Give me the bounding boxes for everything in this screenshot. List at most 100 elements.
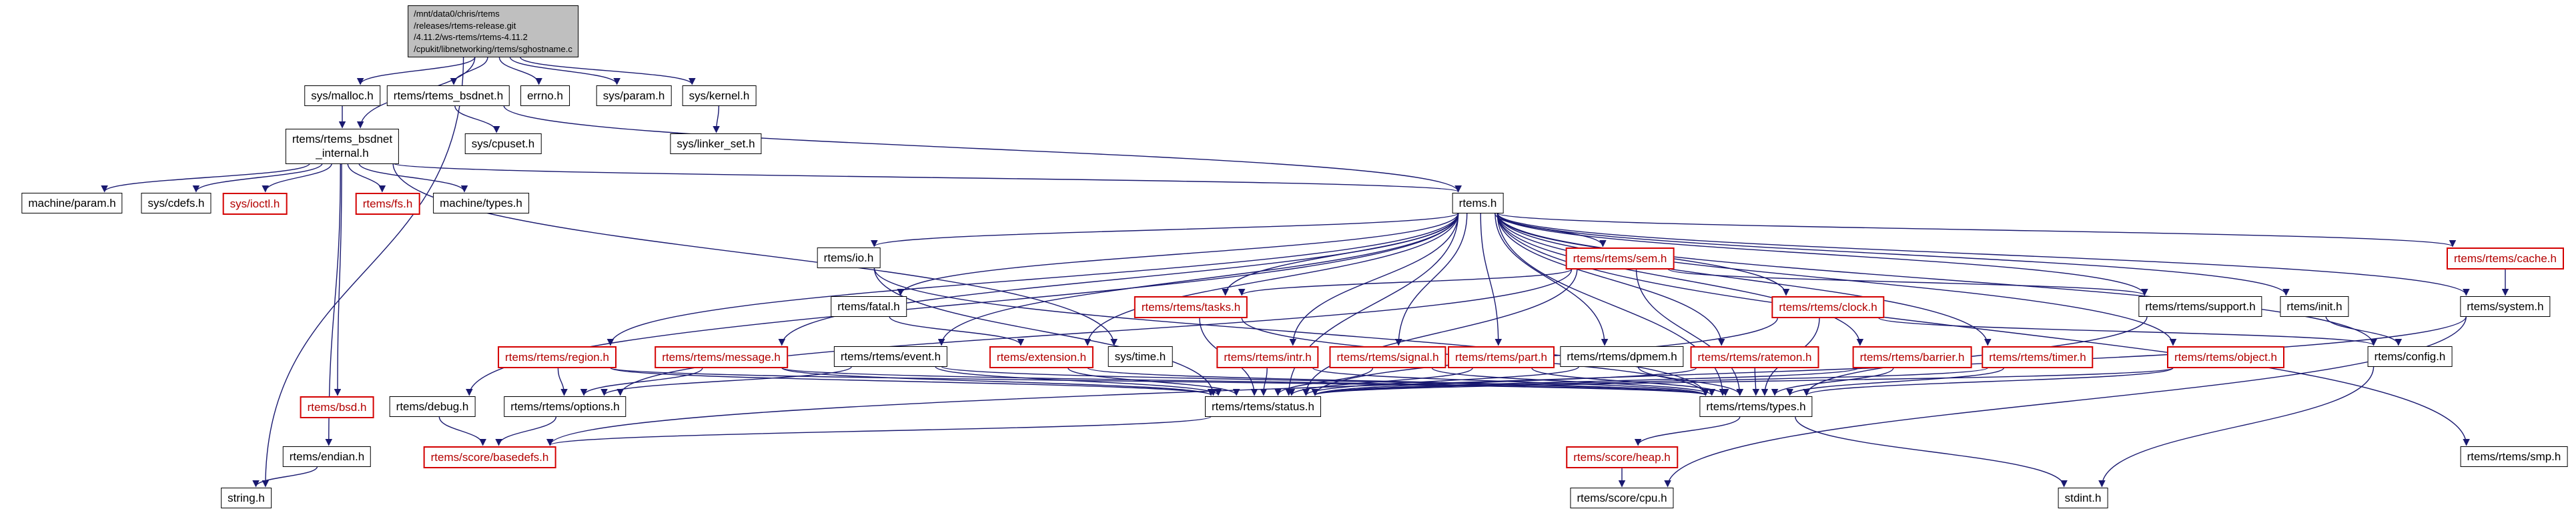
include-edge-rtems_h--tasks	[1222, 213, 1459, 296]
graph-node-string[interactable]: string.h	[221, 488, 272, 509]
graph-node-extension[interactable]: rtems/extension.h	[989, 346, 1094, 369]
graph-node-message[interactable]: rtems/rtems/message.h	[655, 346, 788, 369]
include-edge-dpmem--types	[1637, 366, 1744, 396]
graph-node-machine_param[interactable]: machine/param.h	[21, 193, 123, 214]
include-edge-signal--status	[1274, 367, 1374, 396]
graph-node-sys_time[interactable]: sys/time.h	[1108, 346, 1173, 368]
graph-node-sys_cpuset[interactable]: sys/cpuset.h	[464, 133, 542, 155]
include-edge-part--types	[1531, 367, 1729, 396]
graph-node-heap[interactable]: rtems/score/heap.h	[1566, 446, 1678, 469]
include-edge-bsdnet_internal--sys_ioctl	[262, 163, 332, 193]
include-edge-region--types	[610, 367, 1709, 396]
include-edge-message--types	[781, 367, 1709, 396]
include-edge-rtems_h--rtems_io	[871, 212, 1459, 247]
graph-node-machine_types[interactable]: machine/types.h	[433, 193, 529, 214]
include-edge-message--status	[781, 367, 1214, 396]
graph-node-cpu[interactable]: rtems/score/cpu.h	[1570, 488, 1674, 509]
graph-node-intr[interactable]: rtems/rtems/intr.h	[1216, 346, 1319, 369]
graph-node-support[interactable]: rtems/rtems/support.h	[2138, 296, 2262, 318]
graph-node-ratemon[interactable]: rtems/rtems/ratemon.h	[1690, 346, 1819, 369]
graph-node-system[interactable]: rtems/system.h	[2460, 296, 2551, 318]
include-edge-bsdnet_internal--sys_cdefs	[192, 163, 323, 193]
graph-node-region[interactable]: rtems/rtems/region.h	[498, 346, 616, 369]
graph-node-rtems_h[interactable]: rtems.h	[1452, 193, 1504, 214]
graph-node-sys_kernel[interactable]: sys/kernel.h	[682, 85, 757, 107]
include-edge-region--options	[557, 368, 568, 396]
include-edge-bsdnet_internal--machine_param	[101, 162, 311, 193]
include-edge-types--heap	[1634, 416, 1741, 446]
graph-node-signal[interactable]: rtems/rtems/signal.h	[1329, 346, 1446, 369]
graph-node-errno[interactable]: errno.h	[520, 85, 570, 107]
include-edge-bsdnet_internal--sys_time	[392, 163, 1118, 346]
include-edge-part--status	[1288, 367, 1473, 396]
include-edge-extension--types	[1087, 367, 1709, 396]
graph-node-basedefs[interactable]: rtems/score/basedefs.h	[423, 446, 556, 469]
graph-node-stdint[interactable]: stdint.h	[2058, 488, 2108, 509]
include-edge-region--status	[610, 367, 1214, 396]
include-edge-main--rtems_bsdnet	[450, 57, 488, 85]
graph-node-debug[interactable]: rtems/debug.h	[389, 396, 476, 418]
include-edge-rtems_h--part	[1480, 213, 1502, 346]
include-edge-event--status	[935, 366, 1222, 396]
include-edge-sem--support	[1667, 268, 2148, 296]
include-edge-main--string	[262, 57, 464, 488]
include-edge-rtems_bsdnet--rtems_h	[503, 105, 1462, 193]
graph-node-bsdnet_internal[interactable]: rtems/rtems_bsdnet _internal.h	[285, 129, 400, 164]
include-edge-rtems_h--config	[1496, 213, 2377, 346]
graph-node-sys_cdefs[interactable]: sys/cdefs.h	[141, 193, 211, 214]
graph-node-options[interactable]: rtems/rtems/options.h	[504, 396, 626, 418]
include-edge-object--status	[1312, 367, 2174, 396]
include-edge-main--sys_kernel	[519, 56, 696, 85]
graph-node-sys_linker_set[interactable]: sys/linker_set.h	[670, 133, 762, 155]
graph-node-clock[interactable]: rtems/rtems/clock.h	[1771, 296, 1885, 319]
graph-node-bsd[interactable]: rtems/bsd.h	[300, 396, 374, 419]
graph-node-fatal[interactable]: rtems/fatal.h	[831, 296, 907, 318]
graph-node-timer[interactable]: rtems/rtems/timer.h	[1982, 346, 2094, 369]
include-edge-rtems_bsdnet--sys_cpuset	[454, 105, 500, 133]
graph-node-cache[interactable]: rtems/rtems/cache.h	[2447, 247, 2564, 270]
graph-node-endian[interactable]: rtems/endian.h	[282, 446, 372, 468]
graph-node-status[interactable]: rtems/rtems/status.h	[1205, 396, 1321, 418]
graph-node-sem[interactable]: rtems/rtems/sem.h	[1565, 247, 1675, 270]
graph-node-init[interactable]: rtems/init.h	[2280, 296, 2349, 318]
graph-node-main[interactable]: /mnt/data0/chris/rtems /releases/rtems-r…	[408, 5, 578, 58]
include-edge-rtems_h--barrier	[1496, 213, 1864, 346]
include-edge-signal--types	[1431, 367, 1715, 396]
include-edge-timer--status	[1312, 367, 1988, 396]
include-edge-bsdnet_internal--rtems_h	[392, 162, 1462, 193]
graph-node-tasks[interactable]: rtems/rtems/tasks.h	[1134, 296, 1248, 319]
include-edge-sem--options	[616, 269, 1573, 396]
include-edge-types--stdint	[1795, 416, 2068, 488]
include-edge-options--basedefs	[495, 416, 557, 446]
graph-node-config[interactable]: rtems/config.h	[2367, 346, 2453, 368]
include-edge-sem--types	[1635, 269, 1743, 396]
include-edge-intr--status	[1260, 368, 1268, 396]
include-edge-init--config	[2325, 316, 2403, 346]
graph-node-rtems_fs[interactable]: rtems/fs.h	[355, 193, 420, 215]
graph-node-dpmem[interactable]: rtems/rtems/dpmem.h	[1560, 346, 1684, 368]
include-edge-rtems_h--message	[778, 213, 1459, 346]
graph-node-types[interactable]: rtems/rtems/types.h	[1699, 396, 1813, 418]
graph-node-sys_ioctl[interactable]: sys/ioctl.h	[222, 193, 288, 215]
include-edge-rtems_h--timer	[1496, 213, 1992, 346]
include-edge-sem--status	[1302, 269, 1578, 396]
graph-node-part[interactable]: rtems/rtems/part.h	[1448, 346, 1555, 369]
graph-node-barrier[interactable]: rtems/rtems/barrier.h	[1852, 346, 1972, 369]
include-edge-event--types	[941, 366, 1709, 396]
include-edge-dpmem--status	[1302, 366, 1580, 396]
graph-node-rtems_bsdnet[interactable]: rtems/rtems_bsdnet.h	[386, 85, 510, 107]
graph-node-sys_malloc[interactable]: sys/malloc.h	[304, 85, 380, 107]
include-edge-bsdnet_internal--bsd	[334, 163, 342, 396]
graph-node-rtems_io[interactable]: rtems/io.h	[817, 247, 881, 269]
include-edge-rtems_io--status	[873, 268, 1217, 396]
graph-node-sys_param[interactable]: sys/param.h	[596, 85, 672, 107]
graph-node-object[interactable]: rtems/rtems/object.h	[2167, 346, 2284, 369]
include-edge-timer--types	[1786, 367, 2005, 396]
graph-node-event[interactable]: rtems/rtems/event.h	[833, 346, 948, 368]
include-edge-bsdnet_internal--machine_types	[358, 163, 468, 193]
include-edge-system--basedefs	[546, 316, 2467, 446]
include-edge-rtems_h--signal	[1394, 213, 1468, 346]
include-edge-rtems_h--extension	[1084, 213, 1459, 346]
graph-node-smp[interactable]: rtems/rtems/smp.h	[2460, 446, 2568, 468]
